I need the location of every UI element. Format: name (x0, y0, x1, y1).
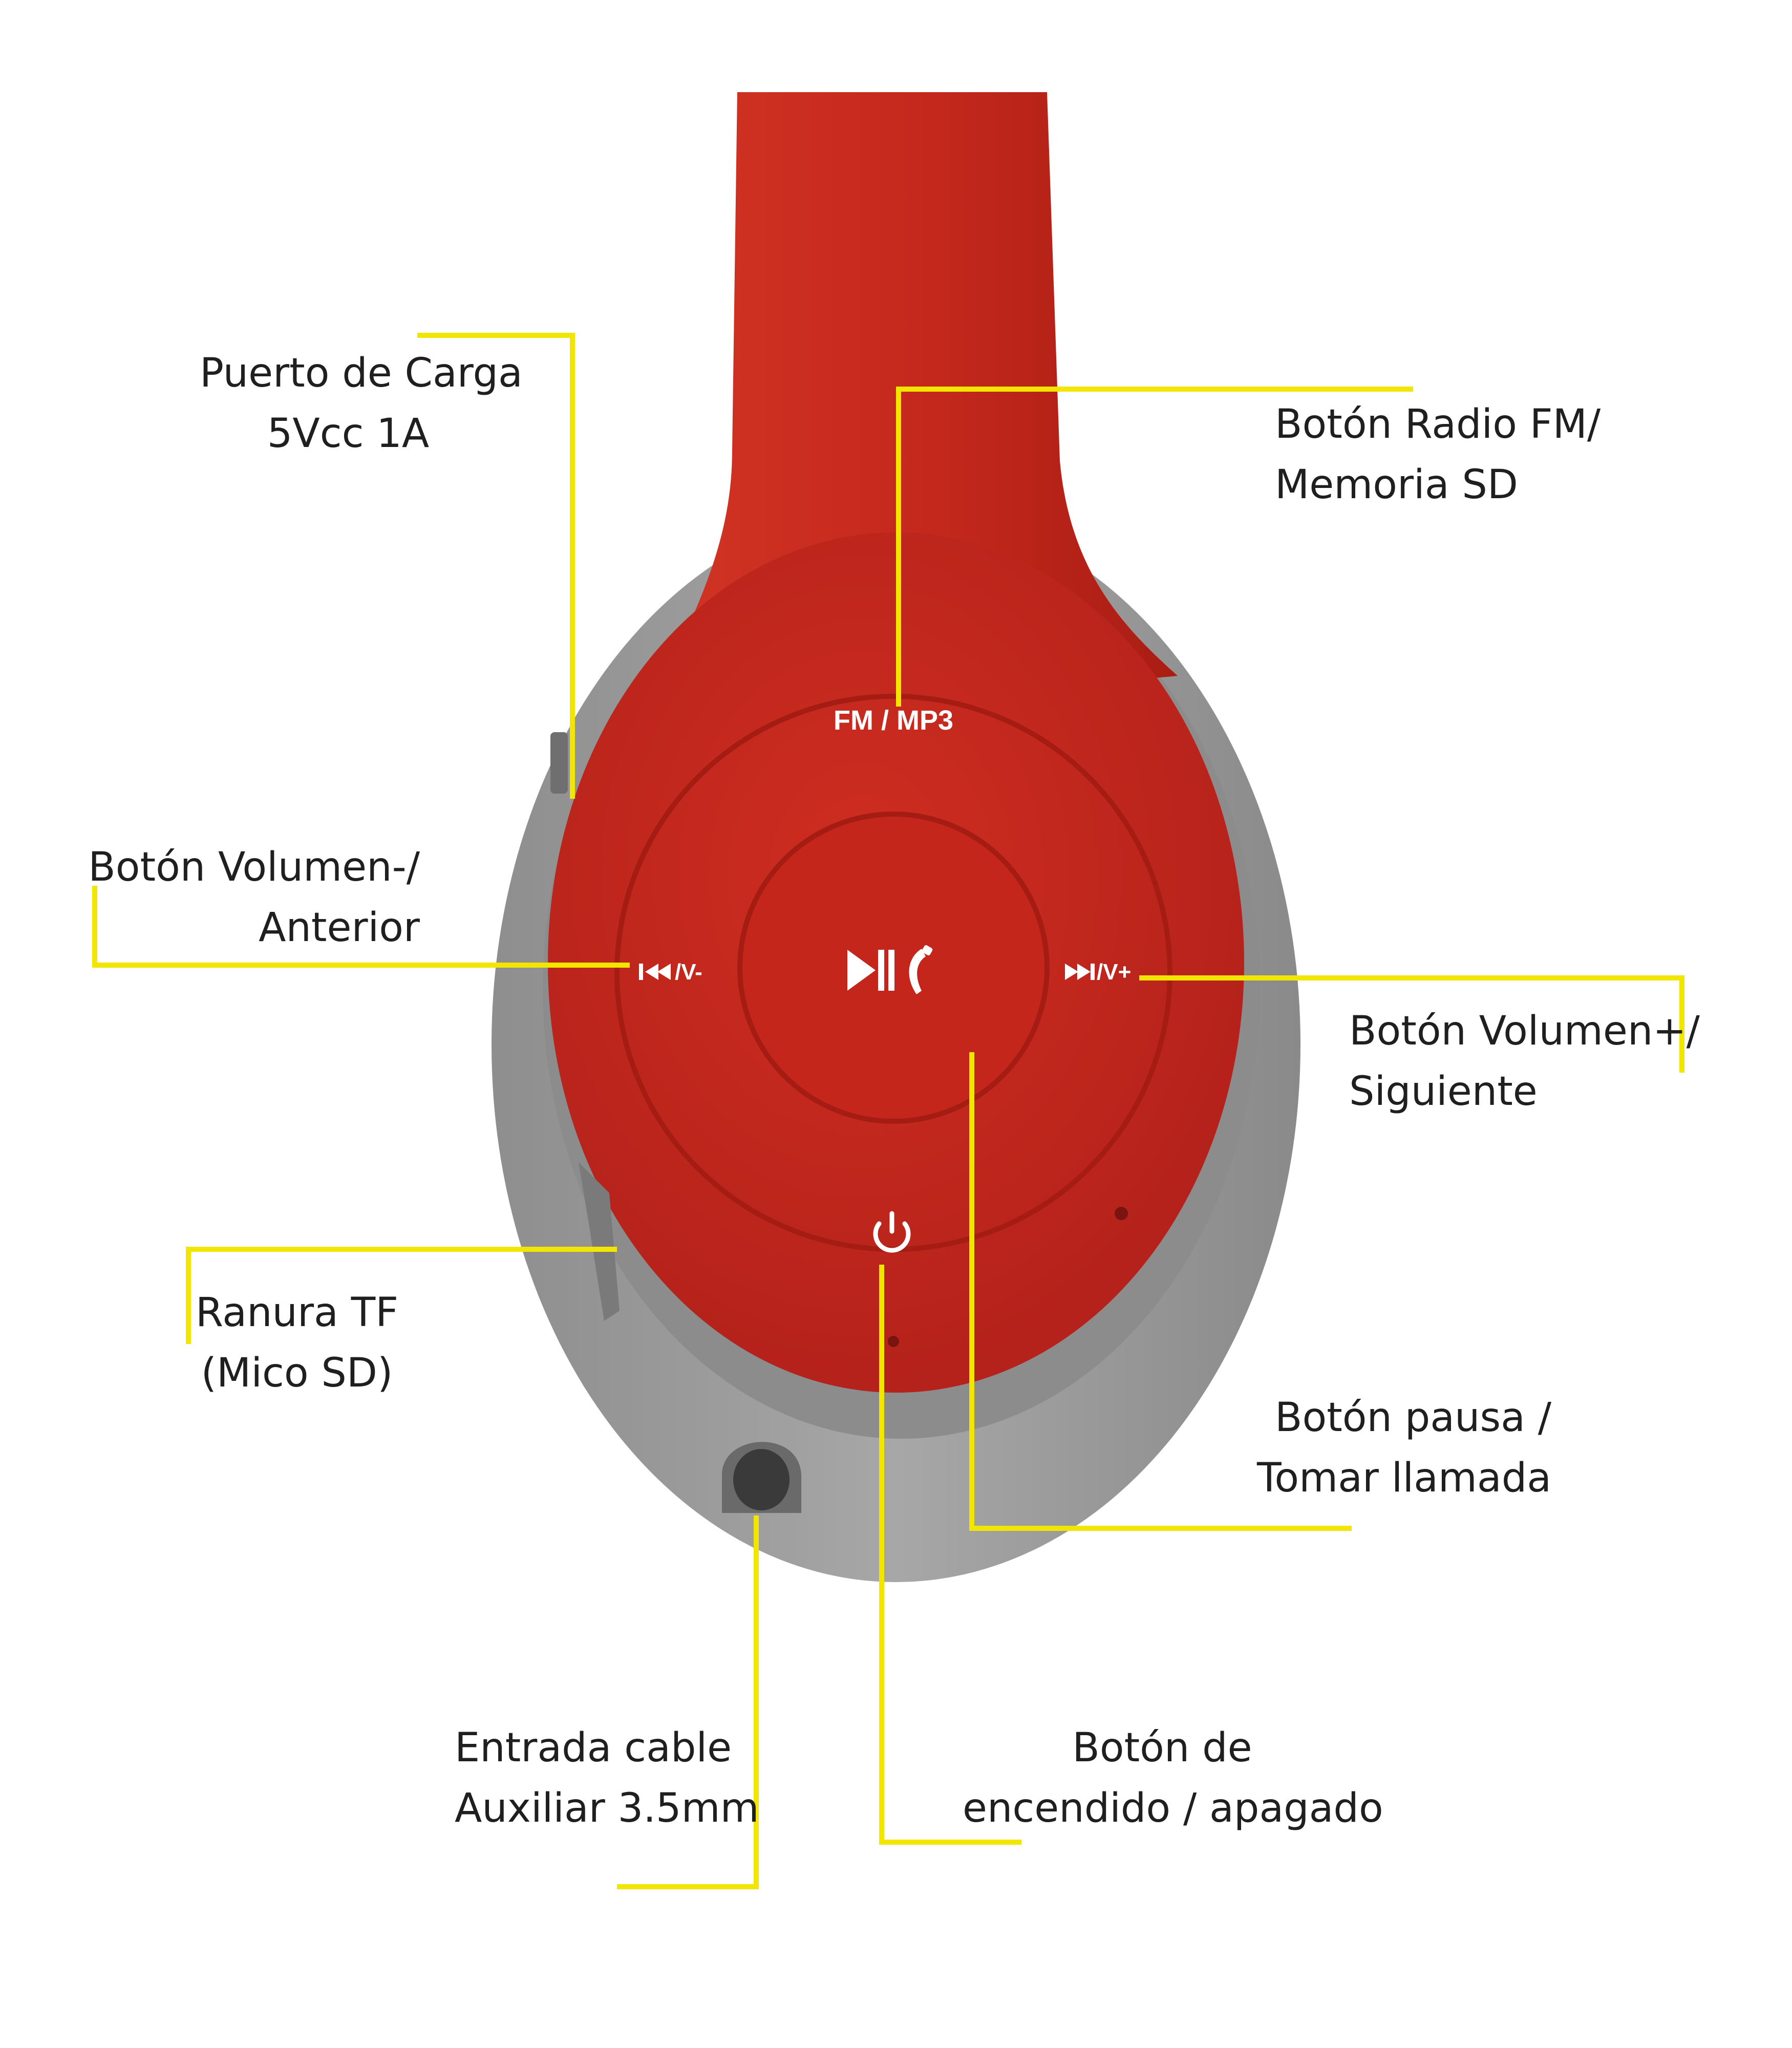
next-label: /V+ (1097, 959, 1131, 985)
mic-dot (888, 1336, 899, 1347)
callout-fm-button-line2: Memoria SD (1275, 462, 1518, 508)
callout-line-fm (896, 387, 1413, 707)
callout-tf-slot: Ranura TF (Mico SD) (169, 1283, 425, 1403)
callout-charging-port-line2: 5Vcc 1A (267, 411, 430, 457)
phone-icon (909, 945, 933, 994)
callout-pause-button: Botón pausa / Tomar llamada (1239, 1388, 1551, 1508)
callout-line-volume-up (1139, 975, 1684, 1073)
callout-line-tf-slot (186, 1247, 617, 1344)
callout-fm-button: Botón Radio FM/ Memoria SD (1275, 394, 1644, 515)
play-pause-icon (847, 950, 894, 991)
callout-aux-input-line2: Auxiliar 3.5mm (455, 1785, 759, 1831)
prev-label: /V- (675, 959, 702, 985)
callout-aux-input: Entrada cable Auxiliar 3.5mm (455, 1718, 772, 1839)
tf-slot (579, 1162, 620, 1321)
callout-volume-up: Botón Volumen+/ Siguiente (1349, 1001, 1738, 1122)
mic-dot (1115, 1207, 1128, 1220)
callout-pause-button-line2: Tomar llamada (1257, 1455, 1551, 1501)
mode-label: FM / MP3 (834, 705, 953, 736)
callout-line-aux (617, 1516, 759, 1889)
callout-power-button-line2: encendido / apagado (963, 1785, 1383, 1831)
callout-aux-input-line1: Entrada cable (455, 1725, 732, 1771)
callout-tf-slot-line2: (Mico SD) (201, 1350, 393, 1396)
callout-lines (92, 333, 1684, 1889)
callout-volume-down-line1: Botón Volumen-/ (88, 844, 420, 890)
callout-tf-slot-line1: Ranura TF (195, 1290, 399, 1336)
callout-volume-down: Botón Volumen-/ Anterior (77, 837, 420, 958)
charging-port (550, 732, 568, 794)
callout-power-button: Botón de encendido / apagado (963, 1718, 1383, 1839)
callout-volume-down-line2: Anterior (259, 905, 420, 951)
callout-volume-up-line2: Siguiente (1349, 1069, 1538, 1115)
callout-power-button-line1: Botón de (1072, 1725, 1252, 1771)
next-track-icon (1065, 964, 1095, 980)
callout-charging-port-line1: Puerto de Carga (200, 350, 523, 396)
callout-line-pause (969, 1052, 1352, 1531)
power-icon (873, 1211, 911, 1253)
aux-jack-hole (733, 1449, 790, 1510)
callout-line-power (879, 1265, 1021, 1845)
callout-pause-button-line1: Botón pausa / (1274, 1395, 1551, 1441)
callout-line-charging-port (417, 333, 575, 799)
callout-charging-port: Puerto de Carga 5Vcc 1A (200, 343, 523, 464)
callout-line-volume-down (92, 886, 630, 968)
callout-volume-up-line1: Botón Volumen+/ (1349, 1008, 1700, 1054)
callout-fm-button-line1: Botón Radio FM/ (1275, 401, 1601, 447)
previous-track-icon (639, 964, 671, 980)
